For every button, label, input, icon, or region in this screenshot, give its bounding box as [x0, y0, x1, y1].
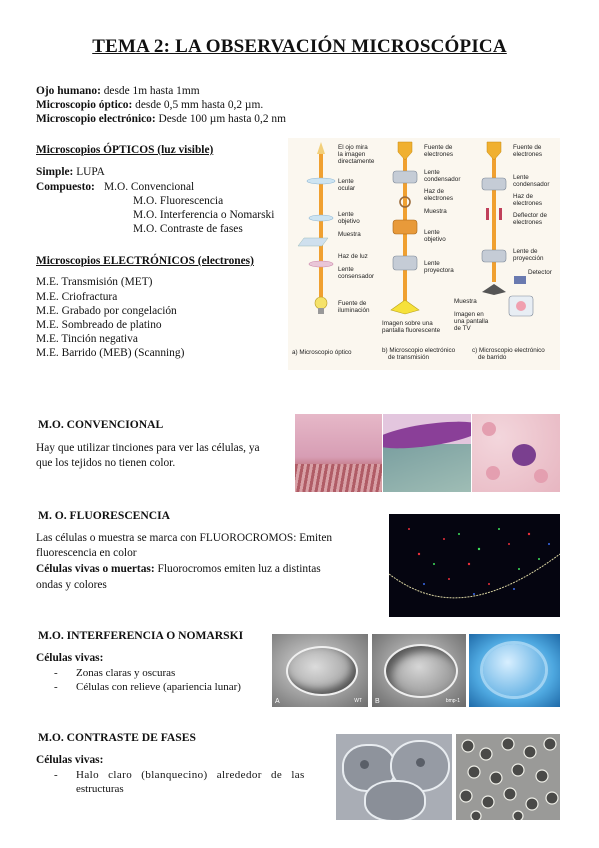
tem-column: Fuente de electrones Lente condensador H… — [382, 141, 460, 334]
optical-simple: Simple: LUPA — [36, 166, 105, 178]
svg-text:electrones: electrones — [513, 219, 542, 226]
svg-text:El ojo mira: El ojo mira — [338, 144, 368, 151]
nomarski-image-2: B bmp-1 — [372, 634, 466, 707]
nomarski-item: -Zonas claras y oscuras — [54, 667, 176, 679]
optical-heading: Microscopios ÓPTICOS (luz visible) — [36, 144, 214, 156]
svg-text:Fuente de: Fuente de — [338, 300, 367, 307]
svg-text:electrones: electrones — [513, 151, 542, 158]
svg-text:iluminación: iluminación — [338, 307, 370, 314]
nomarski-sub: Células vivas: — [36, 652, 104, 664]
convencional-text: Hay que utilizar tinciones para ver las … — [36, 442, 260, 454]
svg-text:electrones: electrones — [424, 195, 453, 202]
contraste-heading: M.O. CONTRASTE DE FASES — [38, 731, 196, 744]
svg-text:Imagen en: Imagen en — [454, 311, 484, 318]
image-label: A — [275, 698, 280, 705]
svg-text:de TV: de TV — [454, 325, 471, 332]
svg-text:la imagen: la imagen — [338, 151, 366, 158]
svg-text:Deflector de: Deflector de — [513, 212, 547, 219]
svg-text:Imagen sobre una: Imagen sobre una — [382, 320, 433, 327]
nomarski-image-1: A WT — [272, 634, 368, 707]
svg-text:proyectora: proyectora — [424, 267, 454, 274]
svg-text:Lente: Lente — [338, 178, 354, 185]
svg-text:electrones: electrones — [513, 200, 542, 207]
svg-text:Lente: Lente — [424, 169, 440, 176]
svg-text:proyección: proyección — [513, 255, 544, 262]
svg-text:consensador: consensador — [338, 273, 374, 280]
phase-contrast-image-2 — [456, 734, 560, 820]
compound-item: M.O. Fluorescencia — [133, 195, 224, 207]
svg-text:Haz de: Haz de — [424, 188, 444, 195]
svg-text:Lente: Lente — [338, 211, 354, 218]
nomarski-heading: M.O. INTERFERENCIA O NOMARSKI — [38, 629, 244, 642]
fluorescence-image — [389, 514, 560, 617]
fluorescencia-text: Las células o muestra se marca con FLUOR… — [36, 532, 333, 544]
compound-item: M.O. Interferencia o Nomarski — [133, 209, 275, 221]
image-label: WT — [354, 698, 362, 704]
compound-item: M.O. Convencional — [104, 181, 195, 193]
histology-image-3 — [472, 414, 560, 492]
svg-text:directamente: directamente — [338, 158, 375, 165]
svg-text:a) Microscopio óptico: a) Microscopio óptico — [292, 349, 352, 356]
svg-text:Fuente de: Fuente de — [513, 144, 542, 151]
svg-text:Fuente de: Fuente de — [424, 144, 453, 151]
histology-image-2 — [383, 414, 471, 492]
svg-text:objetivo: objetivo — [424, 236, 446, 243]
svg-text:de transmisión: de transmisión — [388, 354, 429, 361]
electronic-heading: Microscopios ELECTRÓNICOS (electrones) — [36, 255, 254, 267]
svg-text:Lente: Lente — [424, 229, 440, 236]
svg-text:Detector: Detector — [528, 269, 552, 276]
microscope-comparison-diagram: El ojo mira la imagen directamente Lente… — [288, 138, 560, 370]
histology-image-1 — [295, 414, 382, 492]
svg-text:Lente: Lente — [338, 266, 354, 273]
electronic-item: M.E. Tinción negativa — [36, 333, 138, 345]
contraste-item: -Halo claro (blanquecino) alrededor de l… — [54, 769, 305, 781]
electronic-item: M.E. Criofractura — [36, 291, 118, 303]
svg-text:de barrido: de barrido — [478, 354, 507, 361]
nomarski-image-3 — [469, 634, 560, 707]
nomarski-item: -Células con relieve (apariencia lunar) — [54, 681, 241, 693]
fluorescencia-text: ondas y colores — [36, 579, 107, 591]
electronic-item: M.E. Grabado por congelación — [36, 305, 177, 317]
page-title: TEMA 2: LA OBSERVACIÓN MICROSCÓPICA — [92, 36, 507, 57]
range-electronic: Microscopio electrónico: Desde 100 µm ha… — [36, 113, 286, 125]
svg-text:una pantalla: una pantalla — [454, 318, 489, 325]
svg-text:Lente: Lente — [513, 174, 529, 181]
eye-icon — [317, 142, 325, 154]
svg-text:Muestra: Muestra — [338, 231, 361, 238]
contraste-item-cont: estructuras — [76, 783, 124, 795]
svg-text:Muestra: Muestra — [424, 208, 447, 215]
sem-column: Fuente de electrones Lente condensador H… — [454, 141, 552, 332]
phase-contrast-image-1 — [336, 734, 452, 820]
svg-text:pantalla fluorescente: pantalla fluorescente — [382, 327, 441, 334]
fluorescencia-text: Células vivas o muertas: Fluorocromos em… — [36, 563, 321, 575]
svg-text:b) Microscopio electrónico: b) Microscopio electrónico — [382, 347, 456, 354]
svg-text:condensador: condensador — [424, 176, 460, 183]
range-eye: Ojo humano: desde 1m hasta 1mm — [36, 85, 200, 97]
image-label: B — [375, 698, 380, 705]
image-label: bmp-1 — [445, 698, 460, 704]
svg-text:c) Microscopio electrónico: c) Microscopio electrónico — [472, 347, 545, 354]
electronic-item: M.E. Barrido (MEB) (Scanning) — [36, 347, 185, 359]
svg-text:Haz de luz: Haz de luz — [338, 253, 368, 260]
svg-text:objetivo: objetivo — [338, 218, 360, 225]
contraste-sub: Células vivas: — [36, 754, 104, 766]
bulb-icon — [314, 296, 328, 310]
svg-text:Lente de: Lente de — [513, 248, 538, 255]
svg-text:Muestra: Muestra — [454, 298, 477, 305]
svg-text:condensador: condensador — [513, 181, 549, 188]
range-optical: Microscopio óptico: desde 0,5 mm hasta 0… — [36, 99, 264, 111]
fluorescencia-text: fluorescencia en color — [36, 547, 137, 559]
svg-text:Haz de: Haz de — [513, 193, 533, 200]
svg-text:electrones: electrones — [424, 151, 453, 158]
compound-item: M.O. Contraste de fases — [133, 223, 243, 235]
electronic-item: M.E. Sombreado de platino — [36, 319, 162, 331]
convencional-heading: M.O. CONVENCIONAL — [38, 418, 164, 431]
optical-compound-label: Compuesto: — [36, 181, 95, 193]
electronic-item: M.E. Transmisión (MET) — [36, 276, 153, 288]
convencional-text: que los tejidos no tienen color. — [36, 457, 176, 469]
optical-microscope-column: El ojo mira la imagen directamente Lente… — [297, 142, 375, 314]
svg-text:ocular: ocular — [338, 185, 355, 192]
svg-text:Lente: Lente — [424, 260, 440, 267]
fluorescencia-heading: M. O. FLUORESCENCIA — [38, 509, 171, 522]
